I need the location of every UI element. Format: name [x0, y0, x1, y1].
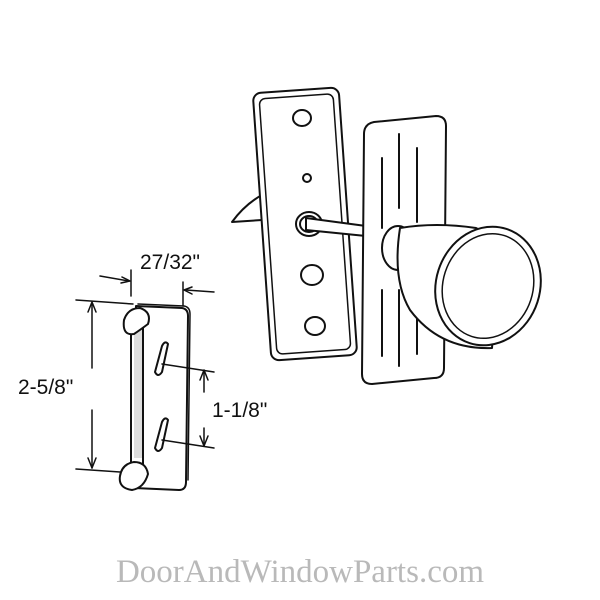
latch-assembly — [231, 86, 542, 385]
strike-plate — [118, 303, 191, 491]
dimension-lines — [75, 269, 215, 473]
watermark-text: DoorAndWindowParts.com — [115, 554, 485, 590]
dimension-width-label: 27/32" — [140, 251, 201, 274]
dimension-hole-spacing-label: 1-1/8" — [212, 399, 268, 422]
dimension-height-label: 2-5/8" — [18, 376, 74, 399]
